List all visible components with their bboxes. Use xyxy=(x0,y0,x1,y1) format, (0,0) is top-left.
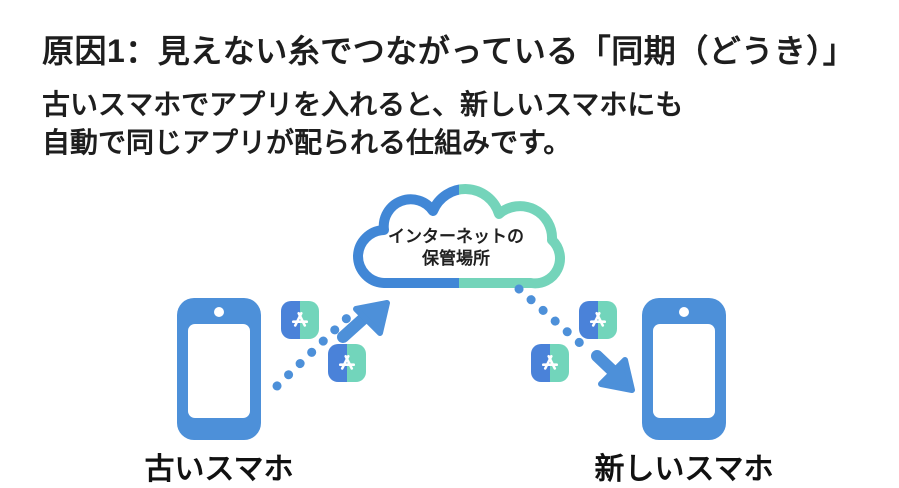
app-store-a-glyph xyxy=(589,311,607,327)
phone-screen xyxy=(188,324,250,418)
old-phone-icon xyxy=(177,298,261,440)
app-store-icon xyxy=(531,344,569,382)
slide-title: 原因1：見えない糸でつながっている「同期（どうき）」 xyxy=(42,33,856,69)
app-store-icon xyxy=(281,301,319,339)
old-phone-label: 古いスマホ xyxy=(144,453,294,486)
slide-body: 古いスマホでアプリを入れると、新しいスマホにも 自動で同じアプリが配られる仕組み… xyxy=(42,89,684,158)
app-store-icon xyxy=(579,301,617,339)
cloud-icon xyxy=(353,184,565,289)
phone-screen xyxy=(653,324,715,418)
app-store-a-glyph xyxy=(541,354,559,370)
app-store-icon xyxy=(328,344,366,382)
cloud-label: インターネットの 保管場所 xyxy=(388,227,524,268)
new-phone-icon xyxy=(642,298,726,440)
phone-camera-dot xyxy=(214,307,224,317)
app-store-a-glyph xyxy=(338,354,356,370)
app-store-a-glyph xyxy=(291,311,309,327)
new-phone-label: 新しいスマホ xyxy=(594,453,774,486)
internet-storage-cloud: インターネットの 保管場所 xyxy=(336,168,576,296)
phone-camera-dot xyxy=(679,307,689,317)
